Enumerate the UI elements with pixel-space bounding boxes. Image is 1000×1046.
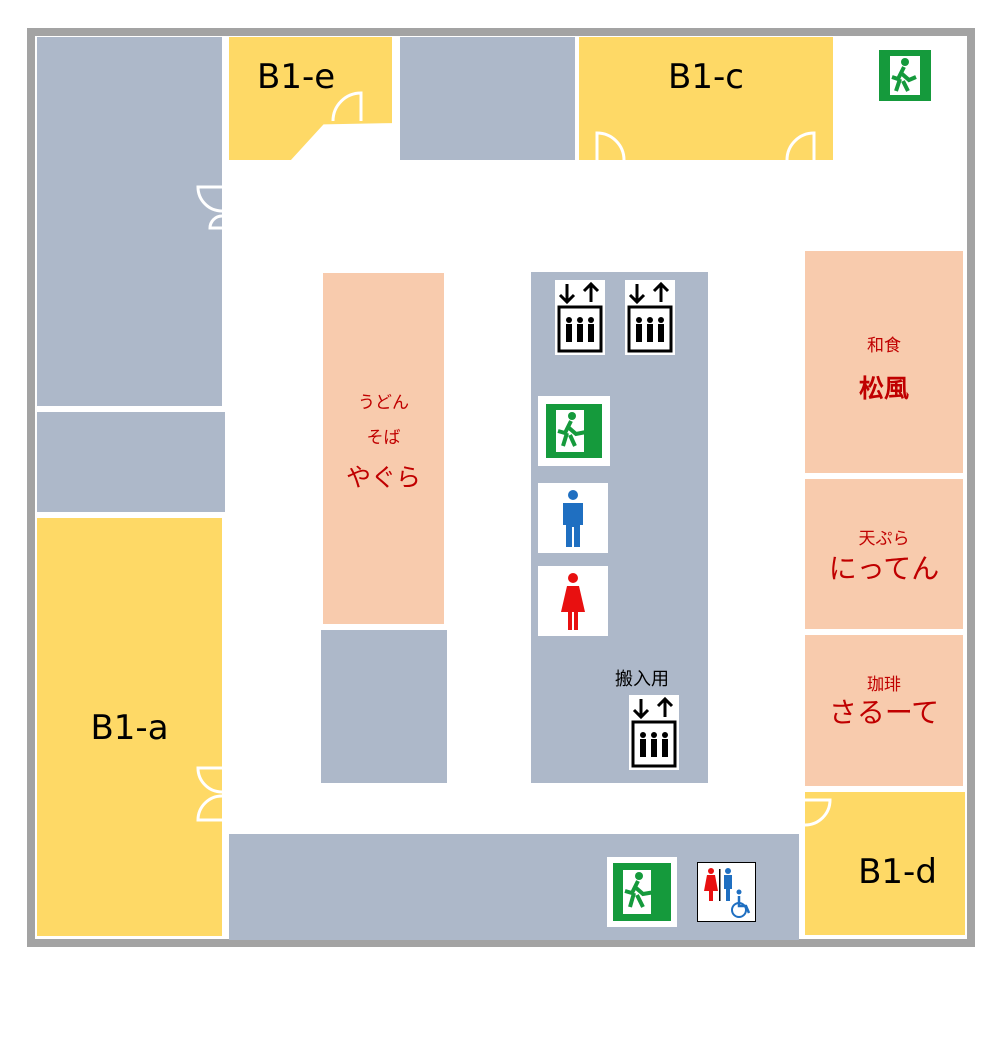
shop-yagura[interactable]: うどん そば やぐら — [323, 273, 444, 624]
elevator-icon[interactable] — [625, 280, 675, 355]
unit-label: B1-d — [858, 852, 937, 892]
emergency-exit-icon — [538, 396, 610, 466]
shop-category: そば — [366, 428, 401, 448]
door-b1-c-left — [595, 131, 626, 161]
shop-category: 珈琲 — [867, 675, 901, 695]
shop-name: やぐら — [345, 463, 421, 492]
shop-name: 松風 — [858, 374, 909, 403]
door-left-top — [196, 185, 223, 213]
elevator-icon[interactable] — [555, 280, 605, 355]
core-area: 搬入用 — [531, 272, 708, 783]
shop-category: 天ぷら — [858, 529, 910, 549]
door-b1-c-right — [785, 131, 816, 161]
unit-b1-a[interactable]: B1-a — [37, 518, 222, 936]
emergency-exit-icon — [607, 857, 677, 927]
door-b1-d — [804, 798, 832, 827]
shop-salute[interactable]: 珈琲 さるーて — [805, 635, 963, 786]
back-area-top — [400, 37, 575, 160]
back-area-left-top — [37, 37, 222, 406]
freight-elevator-label: 搬入用 — [615, 669, 669, 690]
unit-label: B1-c — [668, 57, 744, 97]
back-area-left-middle — [37, 412, 225, 512]
door-b1-a — [196, 766, 223, 794]
shop-name: にってん — [828, 552, 940, 585]
shop-category: うどん — [358, 393, 409, 413]
womens-restroom-icon — [538, 566, 608, 636]
emergency-exit-icon — [876, 47, 934, 104]
shop-shofu[interactable]: 和食 松風 — [805, 251, 963, 473]
unit-b1-c[interactable]: B1-c — [579, 37, 833, 160]
mens-restroom-icon — [538, 483, 608, 553]
shop-nitten[interactable]: 天ぷら にってん — [805, 479, 963, 629]
back-area-center — [321, 630, 447, 783]
door-b1-a-2 — [196, 794, 223, 822]
shop-category: 和食 — [867, 336, 901, 356]
shop-name: さるーて — [828, 696, 940, 729]
door-b1-e — [331, 91, 363, 122]
accessible-restroom-icon — [697, 862, 756, 922]
unit-b1-d[interactable]: B1-d — [805, 792, 965, 935]
door-left-top-2 — [208, 214, 223, 230]
freight-elevator-icon[interactable] — [629, 695, 679, 770]
unit-label: B1-a — [90, 708, 169, 748]
unit-label: B1-e — [257, 57, 336, 97]
